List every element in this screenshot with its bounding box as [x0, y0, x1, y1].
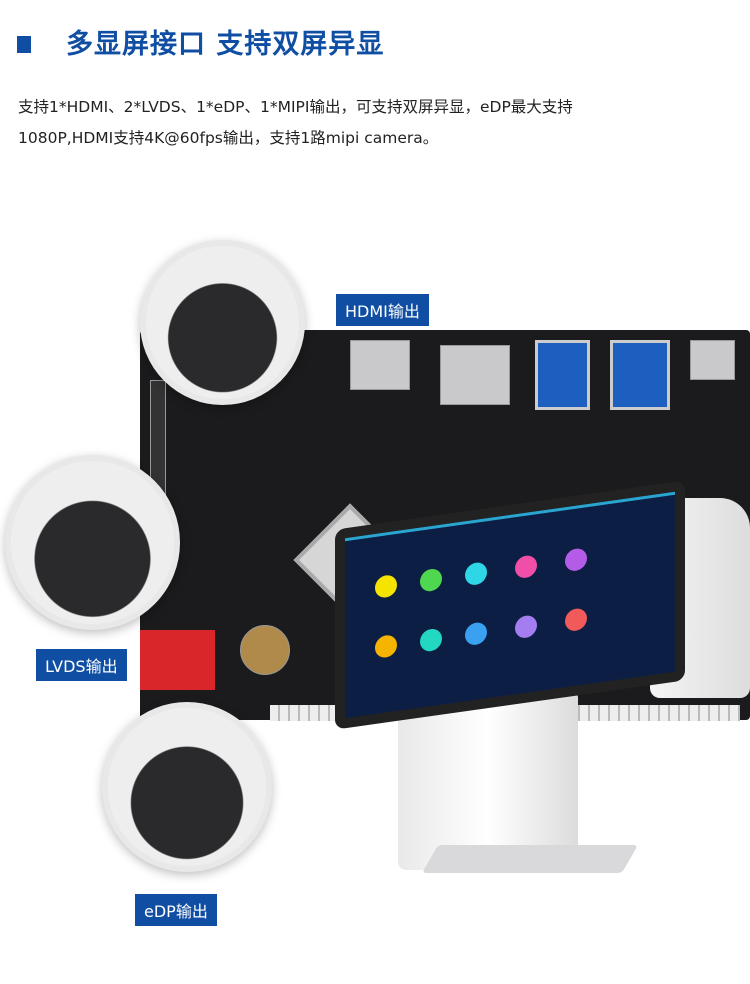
pos-stand — [398, 690, 578, 870]
pos-base — [421, 845, 639, 873]
hdmi-zoom-circle — [140, 240, 305, 405]
description-line-2: 1080P,HDMI支持4K@60fps输出，支持1路mipi camera。 — [18, 129, 439, 147]
title-square-icon — [17, 36, 31, 53]
lvds-zoom-circle — [5, 455, 180, 630]
hdmi-label: HDMI输出 — [336, 294, 429, 326]
page-title: 多显屏接口 支持双屏异显 — [66, 29, 385, 60]
edp-label: eDP输出 — [135, 894, 217, 926]
edp-zoom-circle — [102, 702, 272, 872]
lvds-label: LVDS输出 — [36, 649, 127, 681]
description-line-1: 支持1*HDMI、2*LVDS、1*eDP、1*MIPI输出，可支持双屏异显，e… — [18, 98, 573, 116]
description: 支持1*HDMI、2*LVDS、1*eDP、1*MIPI输出，可支持双屏异显，e… — [18, 92, 718, 154]
